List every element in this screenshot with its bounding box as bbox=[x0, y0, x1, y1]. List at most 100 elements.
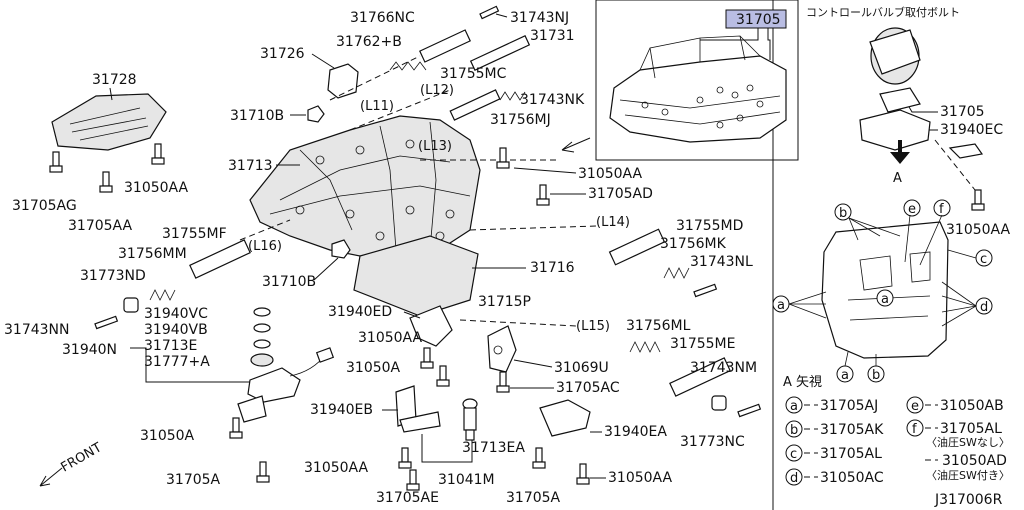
label-31743NJ: 31743NJ bbox=[510, 10, 569, 26]
svg-text:d: d bbox=[790, 471, 798, 486]
bracket-right bbox=[934, 139, 984, 191]
plug-31773ND bbox=[123, 297, 139, 313]
spring-31756MJ bbox=[499, 91, 526, 101]
label-31715P: 31715P bbox=[478, 294, 531, 310]
label-31940EC: 31940EC bbox=[940, 122, 1003, 138]
callout-b-top: b bbox=[834, 203, 852, 221]
label-31940ED: 31940ED bbox=[328, 304, 392, 320]
pin-31743NN bbox=[94, 315, 119, 330]
label-31705-box: 31705 bbox=[736, 12, 781, 28]
bracket-31940EA bbox=[539, 399, 591, 437]
bolt-31705AA bbox=[99, 171, 113, 193]
label-31705A-left: 31705A bbox=[166, 472, 221, 488]
svg-text:31705AL: 31705AL bbox=[940, 421, 1002, 437]
label-31743NN: 31743NN bbox=[4, 322, 69, 338]
pin-31743NL bbox=[693, 283, 718, 298]
front-label: FRONT bbox=[59, 440, 105, 475]
label-31705-right: 31705 bbox=[940, 104, 985, 120]
label-31050AA-bot2: 31050AA bbox=[608, 470, 673, 486]
label-31713E: 31713E bbox=[144, 338, 197, 354]
svg-text:b: b bbox=[872, 368, 880, 383]
pin-31743NJ bbox=[479, 5, 500, 20]
spool-31766NC-illustration bbox=[419, 29, 471, 63]
callout-e-top: e bbox=[903, 199, 921, 217]
spool-31755ME bbox=[669, 357, 731, 397]
bolt-31050AA-right bbox=[971, 189, 985, 211]
diagram-code: J317006R bbox=[934, 492, 1003, 508]
label-31743NK: 31743NK bbox=[520, 92, 585, 108]
label-31705A-bot: 31705A bbox=[506, 490, 561, 506]
label-31755MF: 31755MF bbox=[162, 226, 227, 242]
label-31050AA-left: 31050AA bbox=[124, 180, 189, 196]
label-31773ND: 31773ND bbox=[80, 268, 146, 284]
bolt-31705AD bbox=[536, 184, 550, 206]
view-arrow-label: A bbox=[893, 171, 902, 186]
label-31069U: 31069U bbox=[554, 360, 609, 376]
label-31755MD: 31755MD bbox=[676, 218, 743, 234]
svg-text:〈油圧SWなし〉: 〈油圧SWなし〉 bbox=[926, 435, 1010, 449]
sensor-31713EA bbox=[462, 398, 478, 441]
pin-31743NM bbox=[737, 403, 762, 418]
callout-d-right: d bbox=[975, 297, 993, 315]
nut-31710B-mid bbox=[331, 239, 351, 259]
svg-text:31705AL: 31705AL bbox=[820, 446, 882, 462]
label-31755ME: 31755ME bbox=[670, 336, 735, 352]
legend: a 31705AJ b 31705AK c 31705AL d 31050AC … bbox=[785, 396, 1010, 486]
route-L14: (L14) bbox=[596, 215, 630, 230]
callout-f-top: f bbox=[933, 199, 951, 217]
label-31705AE: 31705AE bbox=[376, 490, 439, 506]
spool-31755MC bbox=[449, 89, 501, 121]
jp-header-control-valve-bolt: コントロールバルブ取付ボルト bbox=[806, 5, 960, 19]
bolt-31050AA-bot1 bbox=[398, 447, 412, 469]
legend-row-d: d 31050AC bbox=[785, 468, 884, 486]
label-31766NC: 31766NC bbox=[350, 10, 415, 26]
label-31713EA: 31713EA bbox=[462, 440, 525, 456]
label-31050A-mid: 31050A bbox=[346, 360, 401, 376]
label-31756MK: 31756MK bbox=[660, 236, 727, 252]
label-31710B-mid: 31710B bbox=[262, 274, 316, 290]
svg-text:31705AJ: 31705AJ bbox=[820, 398, 878, 414]
svg-text:e: e bbox=[908, 202, 916, 217]
label-31050AA-center: 31050AA bbox=[578, 166, 643, 182]
svg-text:31050AB: 31050AB bbox=[940, 398, 1004, 414]
label-31726: 31726 bbox=[260, 46, 305, 62]
callout-b-bottom: b bbox=[867, 365, 885, 383]
spring-31756MM bbox=[149, 289, 176, 301]
filter-illustration bbox=[869, 27, 921, 85]
label-31050AA-bot1: 31050AA bbox=[304, 460, 369, 476]
spool-31755MD bbox=[608, 228, 666, 266]
bolt-31050AA-mid bbox=[420, 347, 434, 369]
view-arrow-a-icon bbox=[890, 140, 910, 164]
front-arrow-icon bbox=[39, 467, 63, 487]
svg-text:c: c bbox=[980, 252, 987, 267]
bolt-31050A-mid bbox=[436, 365, 450, 387]
solenoid-harness-31940N bbox=[247, 347, 335, 403]
label-31743NL: 31743NL bbox=[690, 254, 753, 270]
label-31940EA: 31940EA bbox=[604, 424, 667, 440]
label-31777A: 31777+A bbox=[144, 354, 210, 370]
svg-text:c: c bbox=[790, 447, 797, 462]
legend-row-c: c 31705AL bbox=[785, 444, 882, 462]
bracket-31940N bbox=[130, 347, 270, 383]
label-31756MM: 31756MM bbox=[118, 246, 187, 262]
legend-row-f2: 31050AD 〈油圧SW付き〉 bbox=[925, 453, 1010, 482]
route-L16: (L16) bbox=[248, 239, 282, 254]
valve-subassembly-right bbox=[859, 87, 931, 151]
callout-a-mid: a bbox=[876, 289, 894, 307]
bolt-31050AA-left bbox=[151, 143, 165, 165]
label-31705AA: 31705AA bbox=[68, 218, 133, 234]
label-31050A-left: 31050A bbox=[140, 428, 195, 444]
label-31762B: 31762+B bbox=[336, 34, 402, 50]
label-31713: 31713 bbox=[228, 158, 273, 174]
label-31940N: 31940N bbox=[62, 342, 117, 358]
label-31743NM: 31743NM bbox=[690, 360, 757, 376]
legend-row-a: a 31705AJ bbox=[785, 396, 878, 414]
label-31041M: 31041M bbox=[438, 472, 495, 488]
bracket-31940EB bbox=[395, 385, 441, 433]
o-rings bbox=[250, 307, 274, 367]
bolt-31705AE bbox=[406, 469, 420, 491]
label-31731: 31731 bbox=[530, 28, 575, 44]
svg-text:a: a bbox=[841, 368, 849, 383]
route-L15: (L15) bbox=[576, 319, 610, 334]
